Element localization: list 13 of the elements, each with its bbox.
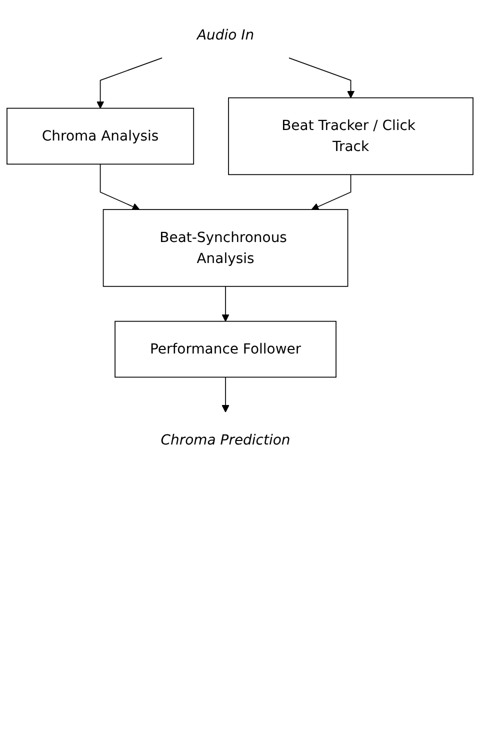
node-box [114,320,336,378]
arrow [311,174,352,210]
arrow [222,286,230,322]
node-box [102,209,348,287]
node-box [228,97,474,176]
arrow [96,58,162,109]
arrow [222,376,230,412]
node-text: Audio In [196,26,254,43]
arrow [288,58,355,98]
node-box [6,108,194,165]
arrow [100,164,140,210]
node-text: Chroma Prediction [160,431,290,448]
flowchart-diagram: Audio In Chroma Analysis Beat Tracker / Click Track Beat-Synchronous Analysis Performance Follower Chroma Prediction [0,0,480,475]
